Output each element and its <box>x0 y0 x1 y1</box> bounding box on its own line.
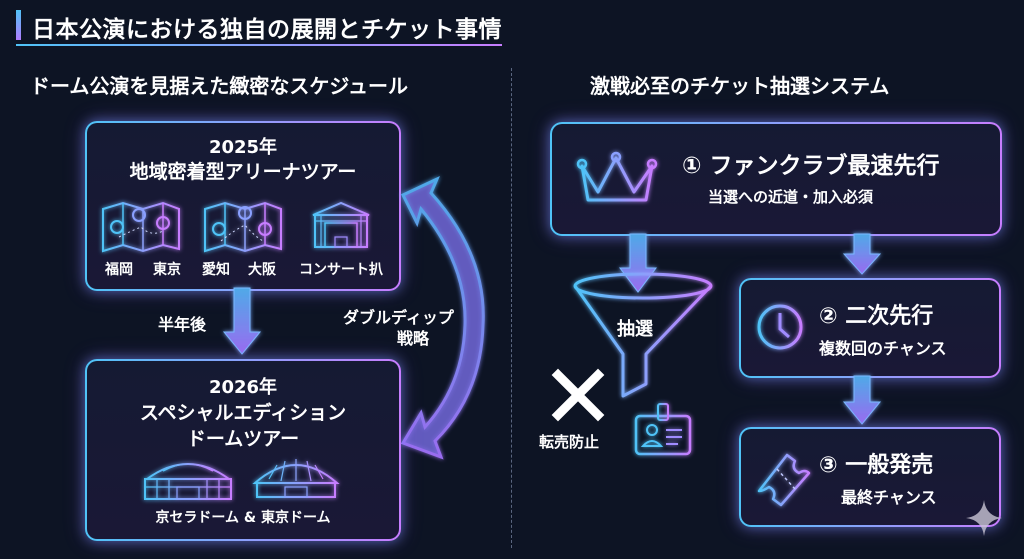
clock-icon <box>757 304 803 350</box>
general-sale-box: ③ 一般発売 最終チャンス <box>739 427 1001 527</box>
double-dip-curve-arrow <box>400 175 485 460</box>
anti-resale-label: 転売防止 <box>539 433 600 451</box>
city-label-osaka: 大阪 <box>248 262 276 278</box>
page-title: 日本公演における独自の展開とチケット事情 <box>32 17 502 43</box>
arena-tour-name: 地域密着型アリーナツアー <box>129 161 357 183</box>
half-year-label: 半年後 <box>158 315 207 334</box>
ticket-icon <box>757 453 811 507</box>
double-dip-label-line1: ダブルディップ <box>343 308 454 327</box>
section-divider <box>511 68 512 548</box>
step1-subtitle: 当選への近道・加入必須 <box>708 188 874 206</box>
dome-venues-label: 京セラドーム & 東京ドーム <box>155 510 331 526</box>
lottery-funnel-icon <box>573 272 713 398</box>
map-icon-aichi-osaka <box>204 201 282 253</box>
down-arrow-to-step3 <box>842 375 882 425</box>
tokyo-dome-icon <box>252 459 340 498</box>
kyocera-dome-icon <box>144 463 232 500</box>
id-badge-icon <box>634 403 692 456</box>
step3-title: ③ 一般発売 <box>819 453 934 478</box>
page-title-bar: 日本公演における独自の展開とチケット事情 <box>16 8 502 46</box>
step3-subtitle: 最終チャンス <box>841 488 937 507</box>
cross-icon <box>551 368 605 422</box>
left-section-heading: ドーム公演を見据えた緻密なスケジュール <box>30 74 408 98</box>
city-label-fukuoka: 福岡 <box>105 262 133 278</box>
dome-tour-year: 2026年 <box>208 377 278 398</box>
sparkle-icon <box>966 500 1002 536</box>
dome-tour-box: 2026年 スペシャルエディション ドームツアー 京セラドーム & 東京ドーム <box>85 359 401 541</box>
step2-title: ② 二次先行 <box>819 304 934 329</box>
fanclub-presale-box: ① ファンクラブ最速先行 当選への近道・加入必須 <box>550 122 1002 236</box>
lottery-label: 抽選 <box>617 319 653 340</box>
title-accent <box>16 10 21 40</box>
dome-tour-name-line1: スペシャルエディション <box>139 402 347 424</box>
down-arrow-to-step2 <box>842 233 882 275</box>
city-label-aichi: 愛知 <box>202 262 230 278</box>
down-arrow-to-lottery <box>619 233 657 293</box>
double-dip-label-line2: 戦略 <box>397 329 430 348</box>
crown-icon <box>576 151 658 210</box>
down-arrow-half-year <box>222 287 262 355</box>
arena-tour-box: 2025年 地域密着型アリーナツアー 福岡 東京 愛知 大阪 コンサート扒 <box>85 121 401 291</box>
second-presale-box: ② 二次先行 複数回のチャンス <box>739 278 1001 378</box>
city-label-tokyo: 東京 <box>153 262 181 278</box>
right-section-heading: 激戦必至のチケット抽選システム <box>590 74 890 98</box>
venue-label-concert: コンサート扒 <box>299 262 383 278</box>
step2-subtitle: 複数回のチャンス <box>819 339 947 358</box>
arena-tour-year: 2025年 <box>208 137 278 158</box>
dome-tour-name-line2: ドームツアー <box>186 428 300 450</box>
step1-title: ① ファンクラブ最速先行 <box>682 153 940 179</box>
map-icon-fukuoka-tokyo <box>102 201 180 253</box>
concert-hall-icon <box>312 201 370 248</box>
